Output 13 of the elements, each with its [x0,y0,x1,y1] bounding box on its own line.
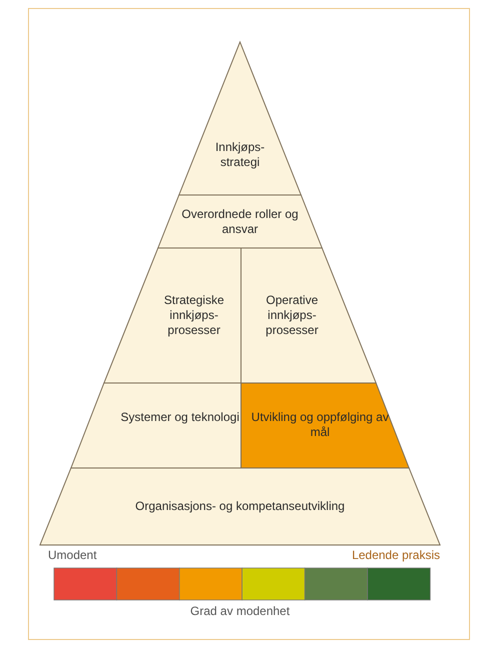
segment-label: Overordnede roller og ansvar [180,207,300,237]
segment-label: Organisasjons- og kompetanseutvikling [134,499,346,514]
segment-label: Systemer og teknologi [120,410,240,425]
scale-title: Grad av modenhet [189,604,291,619]
scale-end-label: Ledende praksis [350,548,440,563]
pyramid-segment [158,195,322,248]
segment-label: Utvikling og oppfølging av mål [250,410,390,440]
pyramid-segment [71,383,241,468]
segment-label: Strategiske innkjøps- prosesser [162,293,226,338]
segment-label: Innkjøps- strategi [214,140,266,170]
scale-start-label: Umodent [48,548,97,563]
segment-label: Operative innkjøps- prosesser [264,293,320,338]
pyramid-segment [241,383,409,468]
